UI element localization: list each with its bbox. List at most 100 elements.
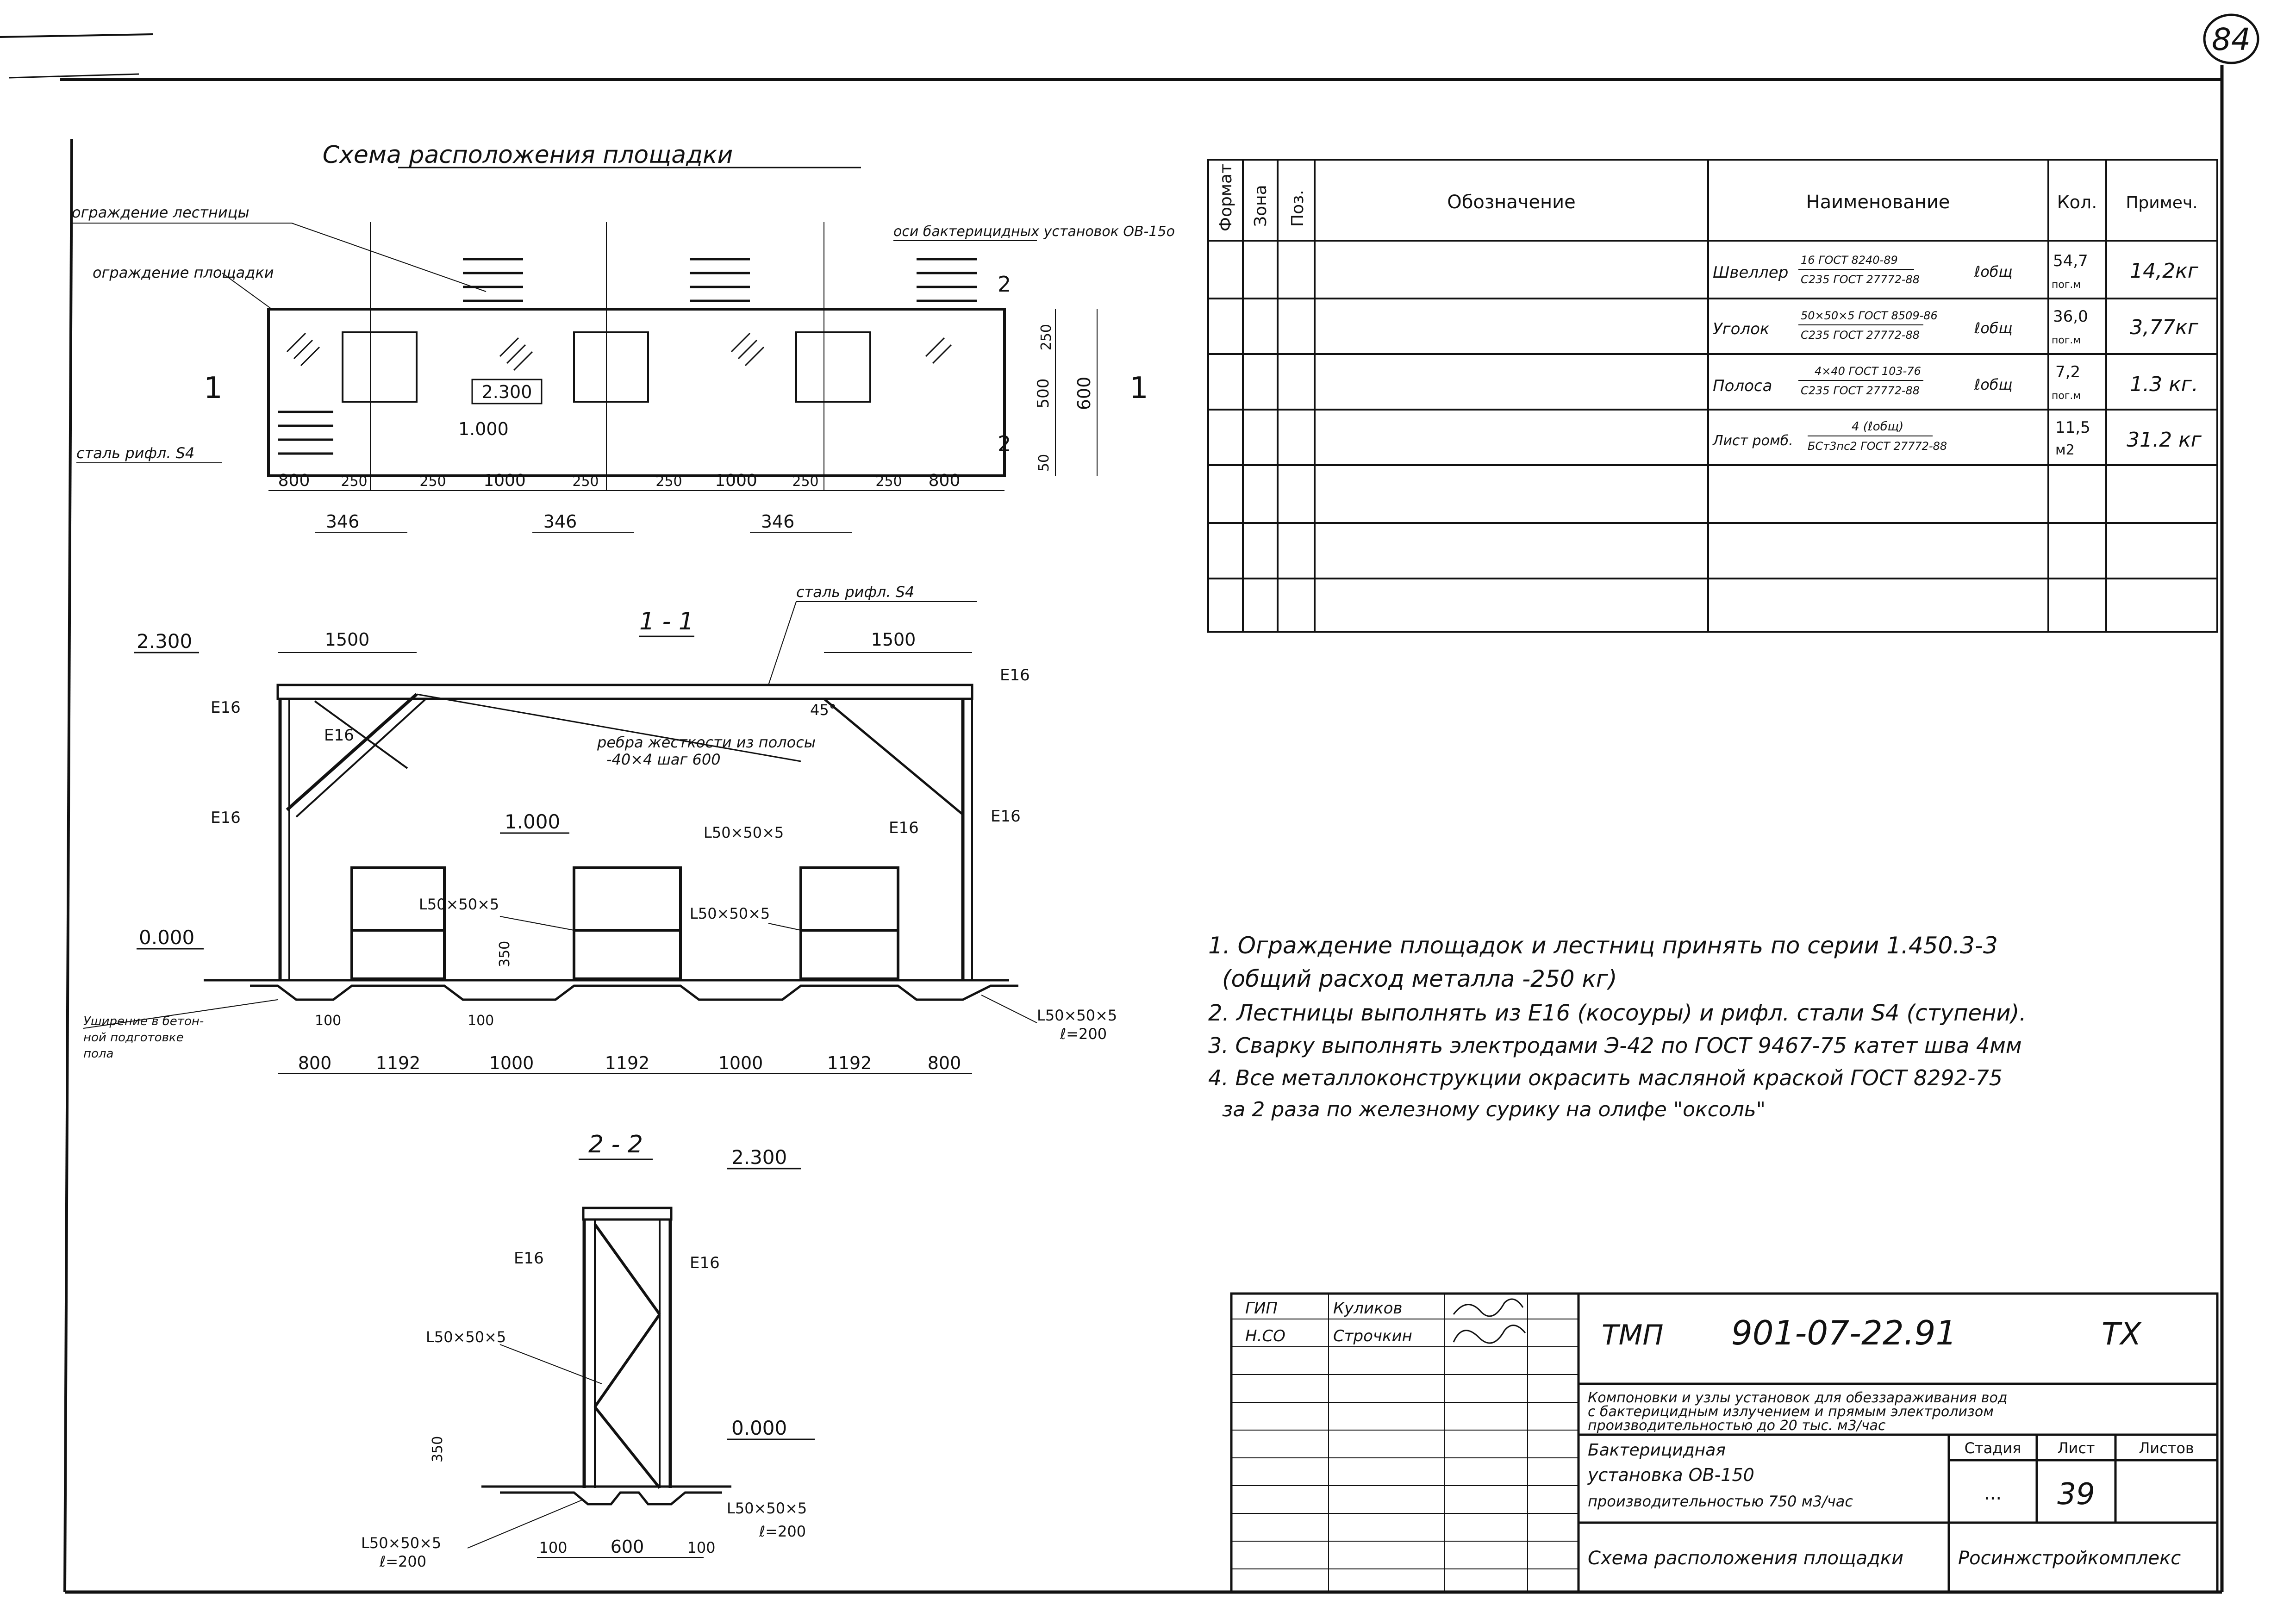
spec-row-bottom: С235 ГОСТ 27772-88 (1801, 273, 1920, 286)
tb-signature-2 (1453, 1325, 1526, 1344)
spec-row-qty: 7,2 (2055, 363, 2080, 381)
sheet-number-badge: 84 (2203, 13, 2259, 64)
dim-250-f: 250 (875, 473, 902, 490)
dim-right-600: 600 (1074, 377, 1094, 411)
dim-346-c: 346 (761, 511, 795, 532)
spec-header-zone: Зона (1251, 185, 1270, 227)
dim-800-right: 800 (929, 471, 961, 490)
s1-angle-45: 45° (810, 701, 836, 719)
s1-dim-1192-a: 1192 (376, 1053, 421, 1073)
section2-frame (582, 1207, 673, 1489)
s1-l50-bottom: L50×50×5 (1037, 1007, 1117, 1024)
spec-row-bottom: С235 ГОСТ 27772-88 (1801, 384, 1920, 397)
spec-header-designation: Обозначение (1447, 192, 1576, 213)
s2-dim-600: 600 (611, 1537, 644, 1557)
spec-row-strip: Полоса 4×40 ГОСТ 103-76 С235 ГОСТ 27772-… (1713, 363, 2198, 402)
level-mark-2300: 2.300 (482, 382, 532, 402)
section1-supports (350, 866, 899, 980)
section2-floor (481, 1485, 731, 1506)
s1-dim-1192-c: 1192 (827, 1053, 872, 1073)
tb-object-2: установка ОВ-150 (1587, 1465, 1754, 1485)
s2-mark-0000: 0.000 (731, 1417, 787, 1439)
s1-widen-2: ной подготовке (83, 1031, 184, 1045)
dim-250-a: 250 (341, 473, 367, 490)
spec-row-channel: Швеллер 16 ГОСТ 8240-89 С235 ГОСТ 27772-… (1713, 252, 2199, 291)
s1-dim-100-b: 100 (468, 1013, 494, 1029)
s1-mark-0000: 0.000 (139, 926, 194, 949)
s1-mark-1000: 1.000 (505, 810, 560, 833)
drawing-frame (0, 33, 2224, 1594)
spec-row-top: 50×50×5 ГОСТ 8509-86 (1801, 309, 1938, 322)
level-mark-1000: 1.000 (458, 419, 509, 439)
tb-code: ТМП (1602, 1319, 1664, 1351)
s2-l50-a: L50×50×5 (426, 1328, 506, 1346)
spec-row-unit: пог.м (2052, 279, 2081, 291)
section1-frame (276, 684, 973, 981)
spec-row-note: 14,2кг (2130, 259, 2199, 283)
dim-right-50: 50 (1036, 454, 1052, 472)
label-plan-steel: сталь рифл. S4 (76, 444, 194, 462)
dim-346-a: 346 (326, 511, 360, 532)
s1-dim-800-right: 800 (928, 1053, 961, 1073)
tb-drawing-title: Схема расположения площадки (1588, 1548, 1903, 1569)
plan-dims-bottom: 800 250 250 1000 250 250 1000 250 250 80… (268, 471, 1004, 533)
s1-widen-1: Уширение в бетон- (83, 1014, 204, 1028)
tb-organization: Росинжстройкомплекс (1958, 1548, 2181, 1569)
spec-row-unit: пог.м (2052, 390, 2081, 402)
s1-dim-1192-b: 1192 (605, 1053, 650, 1073)
spec-header-qty: Кол. (2057, 192, 2097, 212)
dim-right-500: 500 (1034, 379, 1053, 409)
note-4: 4. Все металлоконструкции окрасить масля… (1208, 1065, 2003, 1090)
tb-project-2: с бактерицидным излучением и прямым элек… (1588, 1404, 1994, 1420)
section-1-title: 1 - 1 (639, 608, 694, 635)
sheet-number: 84 (2212, 22, 2251, 57)
spec-row-suffix: ℓобщ (1974, 319, 2013, 337)
plan-dims-right: 250 500 50 600 (1034, 309, 1098, 476)
spec-row-suffix: ℓобщ (1974, 263, 2013, 280)
label-section1-steel: сталь рифл. S4 (796, 583, 914, 601)
s1-dim-350: 350 (497, 941, 513, 967)
spec-row-name: Лист ромб. (1712, 433, 1793, 449)
dim-346-b: 346 (543, 511, 577, 532)
tb-name-strochkin: Строчкин (1333, 1327, 1412, 1345)
s1-dim-800-left: 800 (298, 1053, 332, 1073)
cut-1-left: 1 (204, 371, 223, 405)
s1-channel-5: Е16 (889, 819, 919, 837)
s1-dim-1500-left: 1500 (325, 629, 370, 650)
dim-800-left: 800 (278, 471, 310, 490)
spec-row-note: 31.2 кг (2127, 428, 2202, 452)
spec-header-format: Формат (1217, 164, 1235, 231)
dim-1000-b: 1000 (715, 471, 757, 490)
spec-row-bottom: БСт3пс2 ГОСТ 27772-88 (1808, 440, 1947, 453)
plan-title: Схема расположения площадки (323, 141, 733, 169)
s2-l50-c: L50×50×5 (361, 1534, 441, 1552)
general-notes: 1. Ограждение площадок и лестниц принять… (1208, 932, 2027, 1121)
note-3: 3. Сварку выполнять электродами Э-42 по … (1208, 1033, 2022, 1058)
s1-dim-100-a: 100 (315, 1013, 341, 1029)
dim-250-e: 250 (792, 473, 818, 490)
s2-dim-100-right: 100 (687, 1539, 715, 1556)
cut-2-bottom: 2 (998, 431, 1011, 456)
tb-sheets-label: Листов (2139, 1439, 2194, 1457)
dim-250-c: 250 (572, 473, 599, 490)
stair-treads (278, 258, 977, 455)
spec-row-top: 4×40 ГОСТ 103-76 (1815, 365, 1921, 378)
dim-right-250: 250 (1038, 324, 1054, 350)
tb-sheet-label: Лист (2057, 1439, 2095, 1457)
s1-l50-a: L50×50×5 (704, 824, 784, 841)
tb-doc-number: 901-07-22.91 (1731, 1313, 1957, 1352)
spec-row-suffix: ℓобщ (1974, 376, 2013, 393)
spec-row-name: Полоса (1713, 377, 1772, 395)
spec-header-note: Примеч. (2126, 193, 2197, 212)
s1-l50-b: L50×50×5 (419, 896, 499, 913)
spec-header-name: Наименование (1806, 192, 1950, 213)
s1-dim-1000-b: 1000 (718, 1053, 763, 1073)
s2-channel-right: Е16 (690, 1254, 720, 1272)
dim-250-b: 250 (419, 473, 446, 490)
s1-channel-2: Е16 (324, 726, 354, 745)
note-2: 2. Лестницы выполнять из Е16 (косоуры) и… (1208, 1000, 2027, 1026)
label-axes: оси бактерицидных установок ОВ-15о (893, 224, 1175, 240)
spec-row-qty: 36,0 (2053, 307, 2088, 326)
s1-channel-4: Е16 (1000, 666, 1030, 684)
s1-dims-bottom: 800 1192 1000 1192 1000 1192 800 (278, 1053, 972, 1074)
